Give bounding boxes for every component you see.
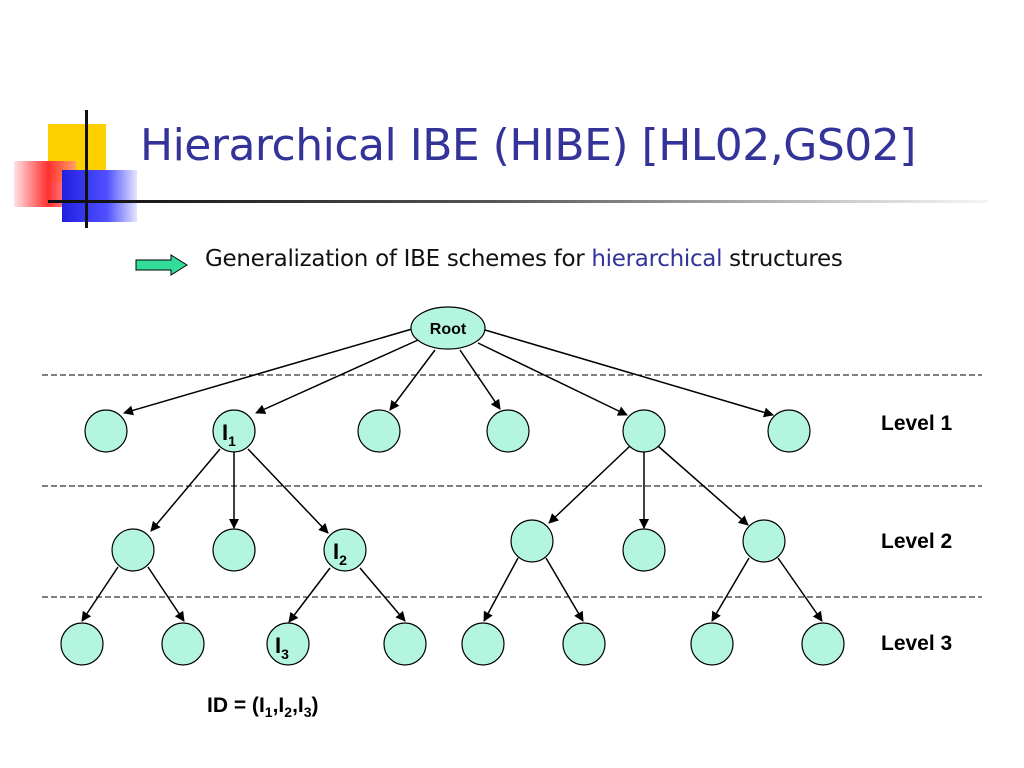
subtitle-text-end: structures [722,246,843,272]
level-1-nodes [84,409,811,453]
tree-node [84,409,128,453]
edge [389,349,436,411]
root-node: Root [410,306,486,350]
root-ellipse [410,306,486,350]
edge [477,342,628,416]
edge [657,445,749,526]
edge [255,339,419,414]
tree-node [60,622,104,666]
edges-level-3 [81,557,823,623]
node-label-main: I [333,539,339,564]
tree-node [357,409,401,453]
id-separator: , [272,694,279,717]
right-arrow-icon [135,254,188,276]
node-label-subscript: 3 [281,646,289,662]
tree-node [510,519,554,563]
level-3-nodes [60,622,845,666]
node-label-subscript: 1 [228,433,236,449]
id-formula-suffix: ) [311,694,319,717]
level-2-nodes [111,519,786,572]
tree-node [461,622,505,666]
id-part-subscript: 2 [284,704,293,721]
edge [484,329,774,418]
tree-node [742,519,786,563]
tree-node [212,528,256,572]
tree-node [690,622,734,666]
subtitle-highlight: hierarchical [591,246,723,272]
edge [548,445,631,524]
level-1-label: Level 1 [881,412,953,435]
tree-node [111,528,155,572]
tree-node-i3 [266,622,310,666]
tree-node [622,528,666,572]
id-part-main: I [297,694,304,717]
id-part-subscript: 1 [264,704,273,721]
tree-node [801,622,845,666]
node-label-main: I [222,420,228,445]
tree-node [383,622,427,666]
tree-node [622,409,666,453]
tree-node [161,622,205,666]
edge [777,557,823,622]
node-label-main: I [275,633,281,658]
edge [81,566,119,622]
id-separator: , [292,694,298,717]
edge [459,349,501,410]
id-part-subscript: 3 [303,704,312,721]
subtitle: Generalization of IBE schemes for hierar… [205,246,843,272]
logo-blue-square [62,170,137,222]
tree-node [767,409,811,453]
root-label: Root [430,321,467,338]
edges-level-1 [123,328,774,418]
level-2-label: Level 2 [881,530,953,553]
logo-vertical-line [85,110,88,228]
node-label-i3: I3 [275,633,289,662]
tree-node [562,622,606,666]
edge [288,567,331,623]
tree-node [486,409,530,453]
title-underline [88,200,988,203]
edge [545,557,584,622]
edges-level-2 [150,445,749,534]
id-formula: ID = (I1,I2,I3) [207,694,319,720]
tree-node-i2 [323,528,367,572]
edge [150,448,221,532]
edge [711,557,750,622]
node-label-i1: I1 [222,420,236,449]
level-3-label: Level 3 [881,632,953,655]
edge [147,566,185,622]
edge [483,557,519,622]
subtitle-text: Generalization of IBE schemes for [205,246,592,272]
edge [123,328,413,416]
id-part-main: I [278,694,285,717]
slide-title: Hierarchical IBE (HIBE) [HL02,GS02] [140,120,916,171]
tree-node-i1 [212,409,256,453]
edge [247,448,329,534]
node-label-i2: I2 [333,539,347,568]
node-label-subscript: 2 [339,552,347,568]
edge [359,567,406,622]
id-formula-prefix: ID = ( [207,694,259,717]
id-part-main: I [258,694,265,717]
